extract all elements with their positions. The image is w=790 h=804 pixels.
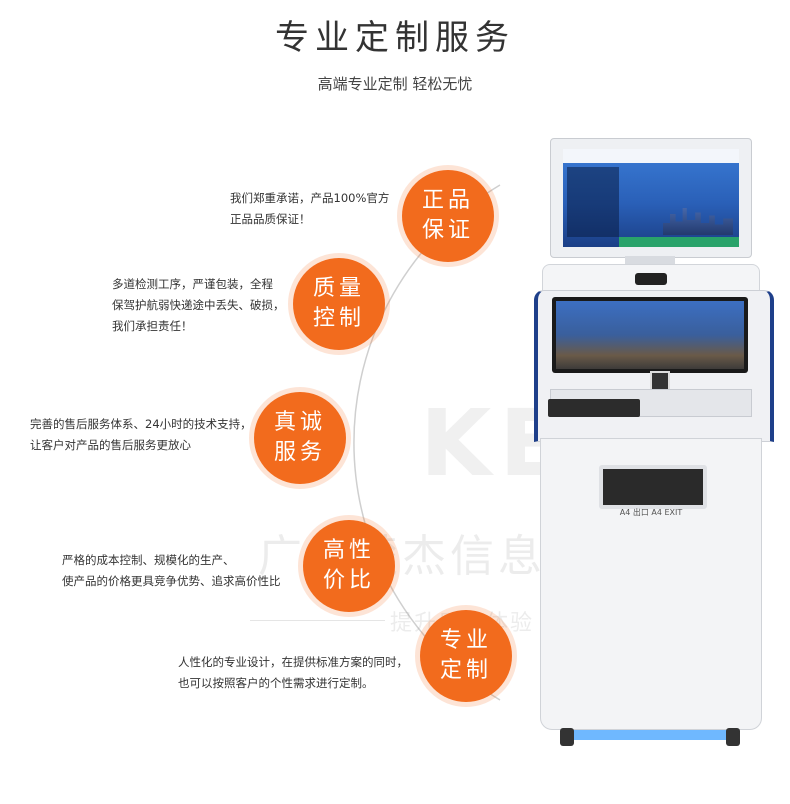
desc-line: 我们郑重承诺，产品100%官方 xyxy=(230,191,390,205)
printer-output-slot xyxy=(599,465,707,509)
badge-authentic: 正品 保证 xyxy=(402,170,494,262)
badge-text: 专业 xyxy=(439,628,492,653)
feature-desc-custom: 人性化的专业设计，在提供标准方案的同时， 也可以按照客户的个性需求进行定制。 xyxy=(178,652,408,694)
badge-custom: 专业 定制 xyxy=(420,610,512,702)
badge-text: 质量 xyxy=(312,276,365,301)
kiosk-touchscreen-content xyxy=(556,301,744,369)
camera-icon xyxy=(635,273,667,285)
desc-line: 让客户对产品的售后服务更放心 xyxy=(30,438,191,452)
feature-desc-value: 严格的成本控制、规模化的生产、 使产品的价格更具竞争优势、追求高价性比 xyxy=(62,550,281,592)
desc-line: 我们承担责任！ xyxy=(112,319,193,333)
badge-text: 保证 xyxy=(421,218,474,243)
kiosk-neck xyxy=(625,256,675,264)
page-title: 专业定制服务 xyxy=(275,18,515,58)
feature-desc-quality: 多道检测工序，严谨包装，全程 保驾护航弱快递途中丢失、破损， 我们承担责任！ xyxy=(112,274,285,337)
desc-line: 严格的成本控制、规模化的生产、 xyxy=(62,553,235,567)
kiosk-top-sidebar xyxy=(567,167,619,237)
badge-text: 高性 xyxy=(322,538,375,563)
badge-text: 正品 xyxy=(421,188,474,213)
badge-value: 高性 价比 xyxy=(303,520,395,612)
badge-text: 定制 xyxy=(439,658,492,683)
kiosk-foot xyxy=(726,728,740,746)
printer-output-label: A4 出口 A4 EXIT xyxy=(619,508,683,517)
badge-text: 价比 xyxy=(322,568,375,593)
desc-line: 使产品的价格更具竞争优势、追求高价性比 xyxy=(62,574,281,588)
kiosk-illustration: A4 出口 A4 EXIT xyxy=(530,130,790,804)
kiosk-foot xyxy=(560,728,574,746)
desc-line: 完善的售后服务体系、24小时的技术支持， xyxy=(30,417,252,431)
badge-text: 控制 xyxy=(312,306,365,331)
kiosk-base-light xyxy=(560,730,740,740)
watermark-divider xyxy=(250,620,385,621)
kiosk-touchscreen xyxy=(552,297,748,373)
document-slot xyxy=(548,399,640,417)
kiosk-top-screen xyxy=(563,149,739,247)
desc-line: 正品品质保证！ xyxy=(230,212,311,226)
desc-line: 保驾护航弱快递途中丢失、破损， xyxy=(112,298,285,312)
badge-text: 服务 xyxy=(273,440,326,465)
badge-service: 真诚 服务 xyxy=(254,392,346,484)
desc-line: 人性化的专业设计，在提供标准方案的同时， xyxy=(178,655,408,669)
feature-desc-authentic: 我们郑重承诺，产品100%官方 正品品质保证！ xyxy=(230,188,389,230)
desc-line: 也可以按照客户的个性需求进行定制。 xyxy=(178,676,374,690)
page-subtitle: 高端专业定制 轻松无忧 xyxy=(317,75,473,93)
desc-line: 多道检测工序，严谨包装，全程 xyxy=(112,277,273,291)
feature-desc-service: 完善的售后服务体系、24小时的技术支持， 让客户对产品的售后服务更放心 xyxy=(30,414,252,456)
kiosk-lower-cabinet: A4 出口 A4 EXIT xyxy=(540,438,762,730)
kiosk-top-display xyxy=(550,138,752,258)
badge-quality: 质量 控制 xyxy=(293,258,385,350)
kiosk-top-statusbar xyxy=(619,237,739,247)
kiosk-body xyxy=(534,290,774,442)
badge-text: 真诚 xyxy=(273,410,326,435)
card-reader-icon xyxy=(650,371,670,391)
city-skyline-image xyxy=(663,208,733,235)
kiosk-top-header xyxy=(563,149,739,163)
